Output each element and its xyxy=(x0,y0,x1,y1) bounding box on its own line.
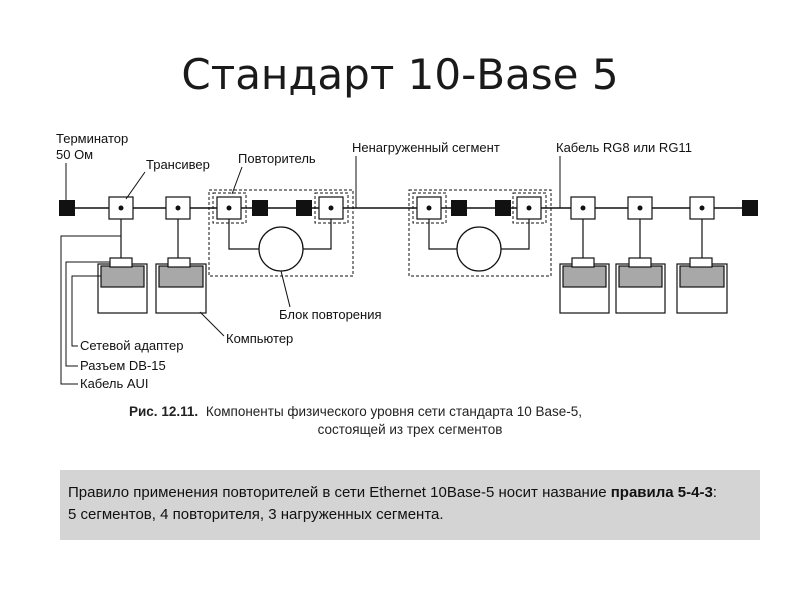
terminator-mid-2 xyxy=(296,200,312,216)
terminator-left xyxy=(59,200,75,216)
computer xyxy=(97,257,148,314)
label-transceiver: Трансивер xyxy=(146,157,210,172)
transceiver xyxy=(627,196,653,220)
rule-text-start: Правило применения повторителей в сети E… xyxy=(68,484,611,501)
leader-connector xyxy=(65,261,110,367)
figure-number: Рис. 12.11. xyxy=(129,404,198,419)
rule-text-line2: 5 сегментов, 4 повторителя, 3 нагруженны… xyxy=(68,506,444,523)
computer xyxy=(559,257,610,314)
terminator-mid-1 xyxy=(252,200,268,216)
network-diagram: Терминатор 50 Ом Трансивер Повторитель Н… xyxy=(56,131,758,437)
terminator-right xyxy=(742,200,758,216)
label-computer: Компьютер xyxy=(226,331,293,346)
label-repeat-unit: Блок повторения xyxy=(279,307,382,322)
rule-name: правила 5-4-3 xyxy=(610,484,713,501)
computer xyxy=(615,257,666,314)
leader-computer xyxy=(199,311,225,337)
transceiver xyxy=(689,196,715,220)
transceiver xyxy=(570,196,596,220)
terminator-mid-4 xyxy=(495,200,511,216)
terminator-mid-3 xyxy=(451,200,467,216)
rule-note: Правило применения повторителей в сети E… xyxy=(60,470,760,540)
label-cable: Кабель RG8 или RG11 xyxy=(556,140,692,155)
figure-caption-line2: состоящей из трех сегментов xyxy=(318,422,503,437)
slide-title: Стандарт 10-Base 5 xyxy=(181,50,619,99)
leader-aui-cable xyxy=(60,235,121,385)
transceiver xyxy=(165,196,191,220)
computer xyxy=(155,257,207,314)
label-terminator-2: 50 Ом xyxy=(56,147,93,162)
label-network-adapter: Сетевой адаптер xyxy=(80,338,183,353)
computer xyxy=(676,257,728,314)
leader-repeat-unit xyxy=(280,270,291,308)
label-aui-cable: Кабель AUI xyxy=(80,376,149,391)
figure-caption-text: Компоненты физического уровня сети станд… xyxy=(206,404,582,419)
transceiver xyxy=(108,196,134,220)
label-connector: Разъем DB-15 xyxy=(80,358,166,373)
leader-network-adapter xyxy=(71,275,101,347)
label-terminator-1: Терминатор xyxy=(56,131,128,146)
repeater-block-2 xyxy=(408,189,552,277)
rule-colon: : xyxy=(712,484,717,501)
figure-caption-line1: Рис. 12.11. Компоненты физического уровн… xyxy=(129,404,582,419)
label-repeater: Повторитель xyxy=(238,151,316,166)
repeater-block-1 xyxy=(208,189,354,277)
leader-transceiver xyxy=(125,171,146,200)
label-unloaded-segment: Ненагруженный сегмент xyxy=(352,140,500,155)
leader-repeater xyxy=(231,166,243,195)
